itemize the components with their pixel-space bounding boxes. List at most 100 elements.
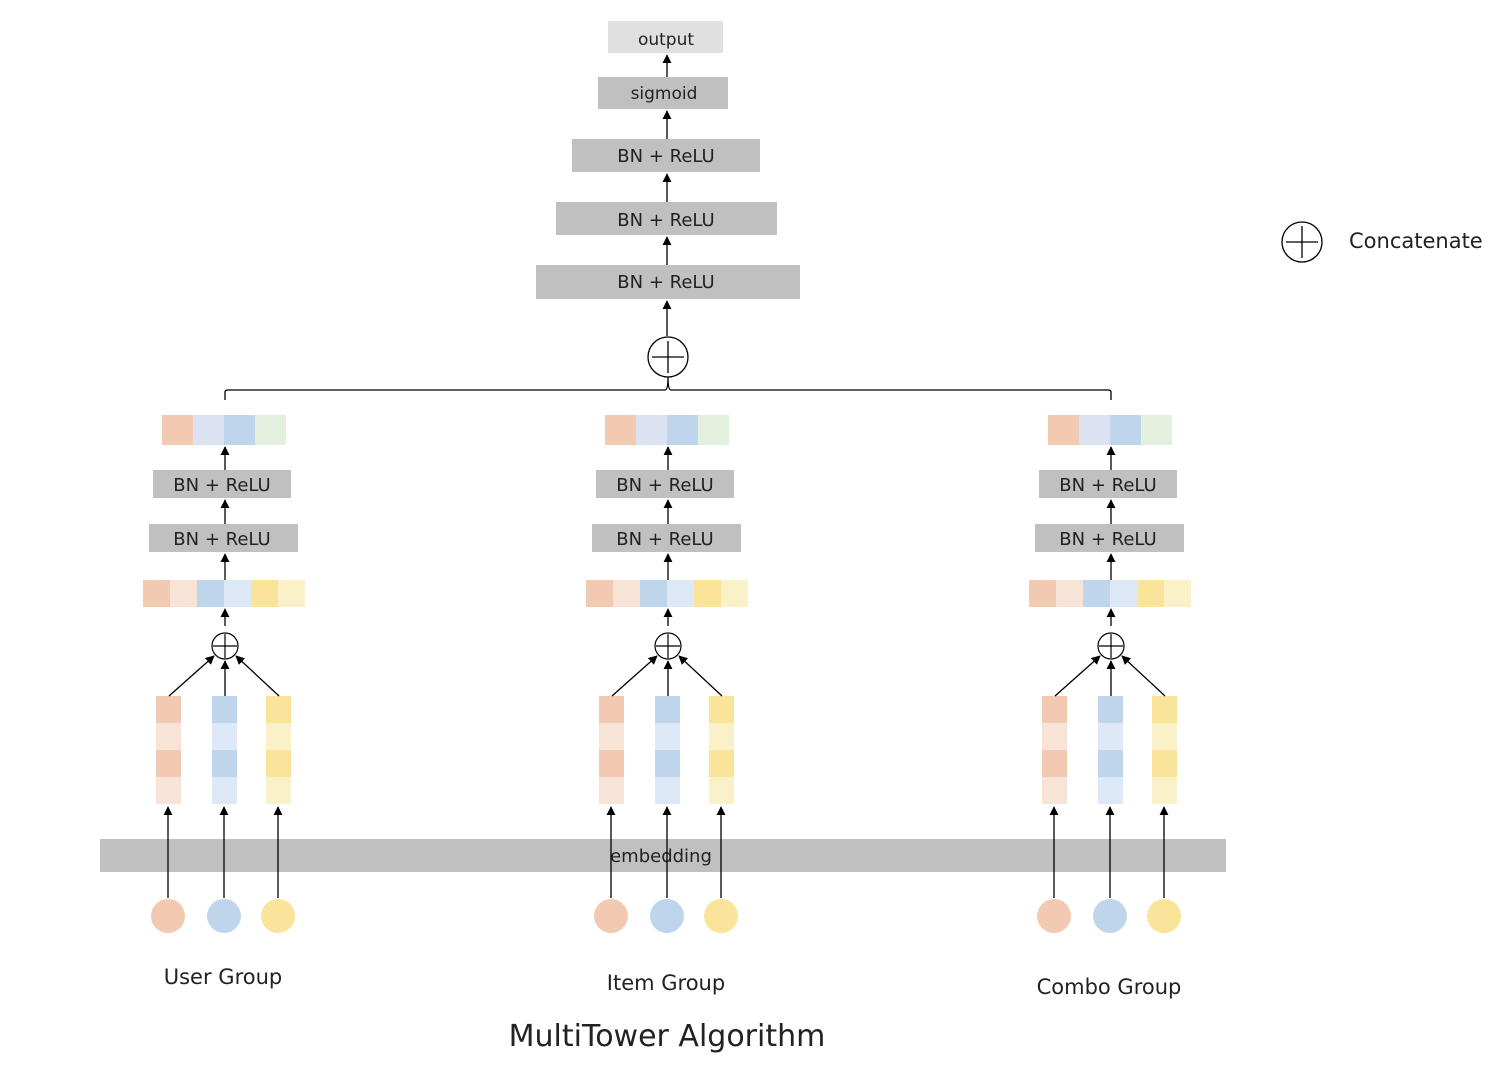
feature-cell xyxy=(1098,696,1123,723)
tower-concat-cell xyxy=(1056,580,1083,607)
tower-bn-relu-box xyxy=(149,524,298,552)
top-bn-relu-box-2 xyxy=(556,202,777,235)
tower-concat-cell xyxy=(721,580,748,607)
feature-cell xyxy=(599,696,624,723)
tower-bn-relu-label: BN + ReLU xyxy=(1059,475,1156,496)
tower-output-cell xyxy=(162,415,193,445)
feature-cell xyxy=(156,750,181,777)
tower-output-cell xyxy=(1079,415,1110,445)
feature-cell xyxy=(1042,777,1067,804)
feature-cell xyxy=(599,750,624,777)
feature-cell xyxy=(212,696,237,723)
tower-concat-cell xyxy=(1137,580,1164,607)
tower-concat-cell xyxy=(640,580,667,607)
tower-output-cell xyxy=(255,415,286,445)
tower-bn-relu-label: BN + ReLU xyxy=(616,529,713,550)
feature-cell xyxy=(1042,750,1067,777)
concatenate-icon xyxy=(654,632,682,660)
feature-cell xyxy=(1098,750,1123,777)
tower-concat-cell xyxy=(586,580,613,607)
feature-cell xyxy=(156,777,181,804)
tower-bn-relu-label: BN + ReLU xyxy=(173,529,270,550)
feature-cell xyxy=(212,750,237,777)
tower-concat-cell xyxy=(1083,580,1110,607)
feature-cell xyxy=(709,723,734,750)
top-bn-relu-label-1: BN + ReLU xyxy=(617,146,714,167)
tower-bn-relu-label: BN + ReLU xyxy=(1059,529,1156,550)
concatenate-icon xyxy=(1281,221,1323,263)
tower-output-cell xyxy=(698,415,729,445)
feature-input-circle xyxy=(1147,899,1181,933)
top-bn-relu-label-3: BN + ReLU xyxy=(617,272,714,293)
sigmoid-label: sigmoid xyxy=(631,84,698,104)
tower-output-cell xyxy=(636,415,667,445)
concatenate-icon xyxy=(1097,632,1125,660)
tower-concat-cell xyxy=(197,580,224,607)
group-tower-2: BN + ReLU BN + ReLU Item Group xyxy=(586,415,748,995)
feature-cell xyxy=(1042,696,1067,723)
feature-cell xyxy=(1098,723,1123,750)
feature-cell xyxy=(1152,777,1177,804)
feature-cell xyxy=(655,723,680,750)
legend: Concatenate xyxy=(1281,221,1483,263)
feature-cell xyxy=(156,723,181,750)
arrow xyxy=(235,655,280,697)
embedding-label: embedding xyxy=(610,846,712,867)
tower-concat-cell xyxy=(224,580,251,607)
feature-input-circle xyxy=(151,899,185,933)
legend-label: Concatenate xyxy=(1349,229,1483,253)
tower-output-cell xyxy=(1048,415,1079,445)
tower-bn-relu-label: BN + ReLU xyxy=(616,475,713,496)
tower-concat-cell xyxy=(694,580,721,607)
tower-bn-relu-box xyxy=(592,524,741,552)
tower-output-cell xyxy=(605,415,636,445)
feature-cell xyxy=(1152,696,1177,723)
tower-concat-cell xyxy=(1110,580,1137,607)
feature-cell xyxy=(266,723,291,750)
feature-cell xyxy=(599,723,624,750)
merge-bracket xyxy=(224,376,1112,400)
top-bn-relu-box-1 xyxy=(572,139,760,172)
embedding-bar xyxy=(100,839,1226,872)
output-box xyxy=(608,21,723,53)
tower-concat-cell xyxy=(613,580,640,607)
feature-cell xyxy=(655,696,680,723)
tower-concat-cell xyxy=(143,580,170,607)
tower-concat-cell xyxy=(278,580,305,607)
diagram-title: MultiTower Algorithm xyxy=(509,1019,826,1054)
feature-input-circle xyxy=(261,899,295,933)
feature-cell xyxy=(156,696,181,723)
tower-bn-relu-box xyxy=(153,470,291,498)
group-name-label: Item Group xyxy=(607,971,725,995)
feature-cell xyxy=(599,777,624,804)
tower-concat-cell xyxy=(1029,580,1056,607)
feature-cell xyxy=(709,750,734,777)
feature-input-circle xyxy=(704,899,738,933)
feature-cell xyxy=(266,777,291,804)
feature-cell xyxy=(1098,777,1123,804)
tower-concat-cell xyxy=(667,580,694,607)
feature-cell xyxy=(709,696,734,723)
feature-cell xyxy=(709,777,734,804)
feature-cell xyxy=(655,777,680,804)
arrow xyxy=(678,655,723,697)
tower-output-cell xyxy=(193,415,224,445)
tower-bn-relu-box xyxy=(596,470,734,498)
tower-bn-relu-box xyxy=(1039,470,1177,498)
top-bn-relu-box-3 xyxy=(536,265,800,299)
tower-concat-cell xyxy=(251,580,278,607)
tower-output-cell xyxy=(1141,415,1172,445)
arrow xyxy=(1121,655,1166,697)
feature-cell xyxy=(212,723,237,750)
feature-cell xyxy=(1152,750,1177,777)
top-bn-relu-label-2: BN + ReLU xyxy=(617,210,714,231)
feature-cell xyxy=(1152,723,1177,750)
tower-concat-cell xyxy=(1164,580,1191,607)
tower-concat-cell xyxy=(170,580,197,607)
tower-output-cell xyxy=(1110,415,1141,445)
concatenate-icon xyxy=(211,632,239,660)
feature-cell xyxy=(1042,723,1067,750)
